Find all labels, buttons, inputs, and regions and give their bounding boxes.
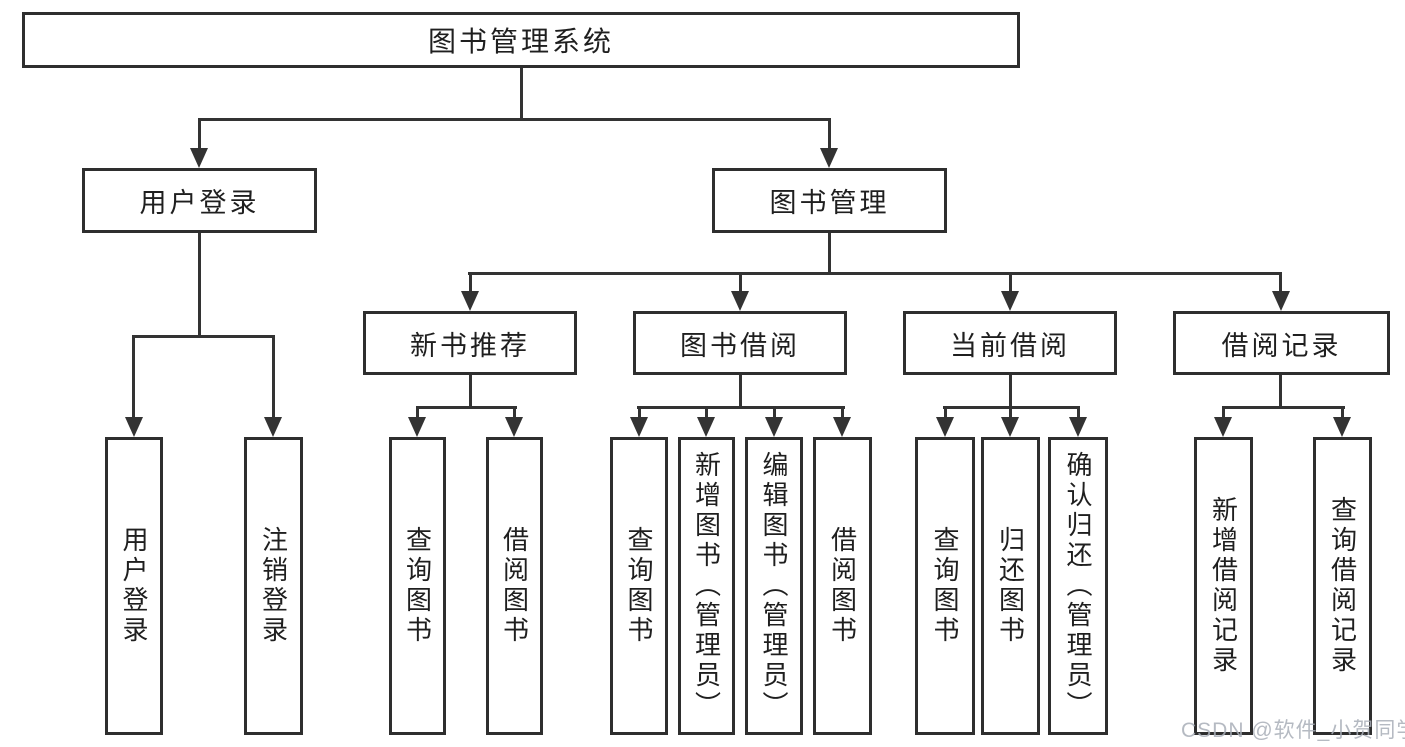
arrowhead-icon: [630, 417, 648, 437]
node-leaf-add-borrow-record: 新增借阅记录: [1194, 437, 1253, 735]
arrowhead-icon: [936, 417, 954, 437]
arrowhead-icon: [731, 291, 749, 311]
node-leaf-label: 查询图书: [624, 526, 654, 646]
node-leaf-query-book-3: 查询图书: [915, 437, 975, 735]
arrowhead-icon: [1001, 417, 1019, 437]
connector-drop-current-borrow: [1009, 272, 1012, 294]
node-leaf-label: 新增图书（管理员）: [691, 451, 722, 721]
node-new-book-recommend: 新书推荐: [363, 311, 577, 375]
node-book-management: 图书管理: [712, 168, 947, 233]
connector-drop-leaf: [944, 406, 947, 420]
connector-drop-login-leaf: [132, 335, 135, 419]
node-user-login-label: 用户登录: [139, 188, 260, 218]
connector-l3-splitter: [468, 272, 1282, 275]
connector-root-stem: [520, 66, 523, 120]
arrowhead-icon: [505, 417, 523, 437]
node-root-label: 图书管理系统: [427, 26, 614, 57]
node-leaf-add-book-admin: 新增图书（管理员）: [678, 437, 735, 735]
connector-book-borrow-splitter: [637, 406, 845, 409]
connector-user-login-splitter: [132, 335, 275, 338]
arrowhead-icon: [461, 291, 479, 311]
connector-drop-user-login: [198, 118, 201, 152]
node-leaf-label: 查询图书: [402, 526, 433, 646]
arrowhead-icon: [1069, 417, 1087, 437]
arrowhead-icon: [697, 417, 715, 437]
arrowhead-icon: [820, 148, 838, 168]
node-leaf-user-login: 用户登录: [105, 437, 163, 735]
arrowhead-icon: [190, 148, 208, 168]
node-book-management-label: 图书管理: [769, 188, 890, 218]
connector-new-book-stem: [469, 373, 472, 409]
node-leaf-label: 确认归还（管理员）: [1063, 451, 1093, 721]
connector-drop-borrow-record: [1279, 272, 1282, 294]
node-current-borrow: 当前借阅: [903, 311, 1117, 375]
arrowhead-icon: [125, 417, 143, 437]
node-leaf-label: 新增借阅记录: [1208, 496, 1239, 676]
node-leaf-label: 注销登录: [258, 526, 289, 646]
connector-drop-leaf: [513, 406, 516, 420]
node-root: 图书管理系统: [22, 12, 1020, 68]
node-leaf-edit-book-admin: 编辑图书（管理员）: [745, 437, 803, 735]
node-current-borrow-label: 当前借阅: [950, 330, 1070, 361]
node-borrow-record-label: 借阅记录: [1221, 330, 1342, 361]
node-leaf-borrow-book-2: 借阅图书: [813, 437, 872, 735]
node-book-borrow: 图书借阅: [633, 311, 847, 375]
arrowhead-icon: [833, 417, 851, 437]
arrowhead-icon: [765, 417, 783, 437]
connector-borrow-record-splitter: [1222, 406, 1345, 409]
arrowhead-icon: [1214, 417, 1232, 437]
node-book-borrow-label: 图书借阅: [680, 330, 800, 361]
node-leaf-query-borrow-record: 查询借阅记录: [1313, 437, 1372, 735]
node-borrow-record: 借阅记录: [1173, 311, 1390, 375]
node-leaf-confirm-return-admin: 确认归还（管理员）: [1048, 437, 1108, 735]
node-leaf-label: 借阅图书: [827, 526, 858, 646]
node-leaf-label: 归还图书: [995, 526, 1026, 646]
connector-drop-book-management: [828, 118, 831, 152]
connector-drop-leaf: [1341, 406, 1344, 420]
arrowhead-icon: [1272, 291, 1290, 311]
arrowhead-icon: [1333, 417, 1351, 437]
connector-drop-leaf: [638, 406, 641, 420]
node-new-book-recommend-label: 新书推荐: [410, 330, 530, 361]
connector-drop-leaf: [416, 406, 419, 420]
connector-drop-leaf: [841, 406, 844, 420]
connector-drop-leaf: [1222, 406, 1225, 420]
arrowhead-icon: [264, 417, 282, 437]
connector-borrow-record-stem: [1279, 373, 1282, 409]
node-leaf-label: 查询借阅记录: [1327, 496, 1358, 676]
node-leaf-borrow-book-1: 借阅图书: [486, 437, 543, 735]
connector-user-login-stem: [198, 231, 201, 337]
node-leaf-query-book-1: 查询图书: [389, 437, 446, 735]
node-user-login: 用户登录: [82, 168, 317, 233]
node-leaf-return-book: 归还图书: [981, 437, 1040, 735]
connector-book-management-stem: [828, 231, 831, 275]
connector-book-borrow-stem: [739, 373, 742, 409]
connector-current-borrow-stem: [1009, 373, 1012, 409]
arrowhead-icon: [1001, 291, 1019, 311]
connector-drop-book-borrow: [739, 272, 742, 294]
node-leaf-query-book-2: 查询图书: [610, 437, 668, 735]
connector-drop-leaf: [705, 406, 708, 420]
connector-l2-splitter: [198, 118, 831, 121]
connector-drop-logout-leaf: [272, 335, 275, 419]
node-leaf-logout: 注销登录: [244, 437, 303, 735]
arrowhead-icon: [408, 417, 426, 437]
connector-drop-leaf: [1009, 406, 1012, 420]
connector-drop-leaf: [1077, 406, 1080, 420]
node-leaf-label: 查询图书: [930, 526, 960, 646]
connector-new-book-splitter: [416, 406, 517, 409]
connector-drop-new-book: [469, 272, 472, 294]
node-leaf-label: 借阅图书: [499, 526, 530, 646]
node-leaf-label: 编辑图书（管理员）: [759, 451, 789, 721]
connector-drop-leaf: [773, 406, 776, 420]
node-leaf-label: 用户登录: [119, 526, 149, 646]
